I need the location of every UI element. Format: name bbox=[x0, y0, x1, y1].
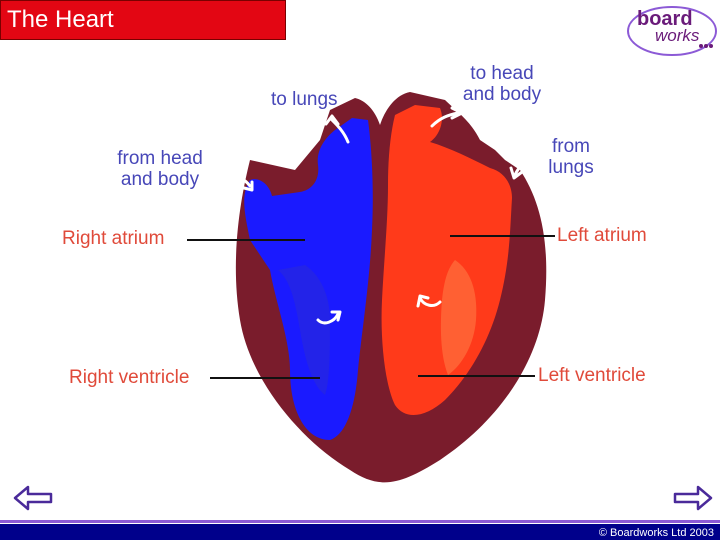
label-right-atrium: Right atrium bbox=[62, 228, 165, 249]
arrow-from-lungs-icon bbox=[509, 156, 534, 180]
label-from-head-and-body: from head and body bbox=[108, 148, 212, 190]
label-from-head-line1: from head bbox=[117, 148, 203, 169]
label-to-head-line2: and body bbox=[462, 84, 542, 105]
label-to-head-line1: to head bbox=[470, 63, 534, 84]
label-left-ventricle: Left ventricle bbox=[538, 365, 646, 386]
heart-diagram bbox=[187, 92, 555, 483]
label-to-head-and-body: to head and body bbox=[456, 63, 548, 105]
copyright-text: © Boardworks Ltd 2003 bbox=[598, 527, 714, 539]
arrow-to-lungs-icon bbox=[324, 114, 350, 144]
arrow-to-head-icon bbox=[430, 106, 464, 128]
label-from-lungs-line2: lungs bbox=[548, 157, 594, 178]
label-from-lungs-line1: from bbox=[552, 136, 590, 157]
arrow-left-valve-icon bbox=[416, 294, 442, 308]
label-left-atrium: Left atrium bbox=[557, 225, 647, 246]
left-arrow-icon[interactable] bbox=[12, 484, 54, 512]
page-title: The Heart bbox=[0, 0, 286, 40]
label-from-lungs: from lungs bbox=[542, 136, 600, 178]
label-from-head-line2: and body bbox=[120, 169, 200, 190]
logo-word-works: works bbox=[655, 26, 700, 45]
arrow-right-valve-icon bbox=[316, 310, 342, 325]
label-right-ventricle: Right ventricle bbox=[69, 367, 190, 388]
arrow-from-head-icon bbox=[220, 174, 254, 192]
right-ventricle-wall-detail bbox=[278, 265, 330, 395]
logo-ellipse bbox=[627, 6, 717, 56]
right-arrow-icon[interactable] bbox=[672, 484, 714, 512]
logo-word-board: board bbox=[637, 8, 693, 30]
label-to-lungs: to lungs bbox=[271, 89, 338, 110]
left-ventricle-wall-detail bbox=[440, 260, 477, 375]
footer-bar bbox=[0, 524, 720, 540]
left-heart-chambers bbox=[381, 105, 512, 416]
footer-divider bbox=[0, 520, 720, 523]
